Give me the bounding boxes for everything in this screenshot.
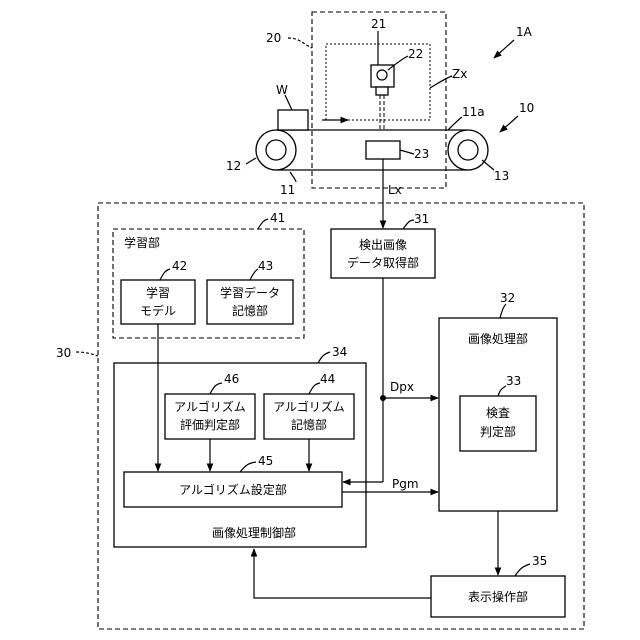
ldata-line1: 学習データ <box>220 285 280 300</box>
system-ref: 1A <box>516 25 533 39</box>
inspect-line2: 判定部 <box>480 424 516 439</box>
img-proc-ref-leader <box>500 304 506 318</box>
learning-ref: 41 <box>270 211 285 225</box>
aset-label: アルゴリズム設定部 <box>179 482 287 497</box>
learning-ref-leader <box>258 219 268 229</box>
sensor-ref: 23 <box>414 147 429 161</box>
aeval-ref: 46 <box>224 372 239 386</box>
detection-data-acquisition-box <box>331 229 435 278</box>
lens-ref-leader <box>388 56 408 70</box>
sensor-box <box>366 141 400 159</box>
aeval-line2: 評価判定部 <box>180 417 240 432</box>
right-roller-inner <box>458 140 478 160</box>
pgm-label: Pgm <box>392 477 419 491</box>
camera-ref: 21 <box>371 17 386 31</box>
inspect-line1: 検査 <box>486 406 510 420</box>
acq-ref: 31 <box>414 212 429 226</box>
camera-lens-icon <box>377 70 387 80</box>
acq-line2: データ取得部 <box>347 255 419 270</box>
right-roller-leader <box>482 160 494 170</box>
left-roller-leader <box>246 158 256 164</box>
img-proc-ref: 32 <box>500 291 515 305</box>
inspect-ref: 33 <box>506 374 521 388</box>
conveyor-ref: 10 <box>519 101 534 115</box>
line-label: Lx <box>388 183 402 197</box>
controller-section: 30 検出画像 データ取得部 31 学習部 41 学習 モデル 42 学習データ… <box>56 159 584 629</box>
zone-label: Zx <box>452 67 467 81</box>
camera-unit-leader <box>288 38 312 48</box>
camera-unit-ref: 20 <box>266 31 281 45</box>
system-ref-arrow <box>494 40 514 58</box>
control-title: 画像処理制御部 <box>212 525 296 540</box>
left-roller-inner <box>266 140 286 160</box>
lens-ref: 22 <box>408 47 423 61</box>
inspection-judgment-box <box>460 396 536 451</box>
belt-surface-ref: 11a <box>462 105 485 119</box>
zone-leader <box>430 76 452 88</box>
model-line1: 学習 <box>146 285 170 300</box>
learning-unit-title: 学習部 <box>124 235 160 250</box>
conveyor-ref-arrow <box>500 116 518 132</box>
sensor-ref-leader <box>400 150 414 154</box>
model-line2: モデル <box>140 303 176 318</box>
workpiece-label: W <box>276 83 288 97</box>
left-roller-ref: 12 <box>226 159 241 173</box>
ldata-ref-leader <box>250 269 258 280</box>
img-proc-title: 画像処理部 <box>468 331 528 346</box>
belt-surface-leader <box>448 117 462 130</box>
display-ref: 35 <box>532 554 547 568</box>
belt-ref-leader <box>290 172 296 182</box>
acq-line1: 検出画像 <box>359 238 407 252</box>
image-processing-control-box <box>114 363 366 547</box>
belt-ref: 11 <box>280 183 295 197</box>
controller-leader <box>76 352 98 356</box>
display-ref-leader <box>515 564 530 576</box>
aset-ref: 45 <box>258 454 273 468</box>
control-ref-leader <box>318 352 330 363</box>
acq-ref-leader <box>403 220 414 229</box>
dpx-label: Dpx <box>390 380 414 394</box>
model-ref: 42 <box>172 259 187 273</box>
ldata-ref: 43 <box>258 259 273 273</box>
control-ref: 34 <box>332 345 347 359</box>
camera-mount <box>376 87 388 95</box>
workpiece-leader <box>285 95 292 110</box>
conveyor-section: 20 Zx 21 22 23 W 12 <box>226 12 534 197</box>
aeval-line1: アルゴリズム <box>174 399 246 414</box>
camera-unit-frame <box>312 12 446 188</box>
astore-line1: アルゴリズム <box>273 399 345 414</box>
right-roller-ref: 13 <box>494 169 509 183</box>
ldata-line2: 記憶部 <box>232 303 268 318</box>
controller-ref: 30 <box>56 346 71 360</box>
display-label: 表示操作部 <box>468 589 528 604</box>
astore-ref: 44 <box>320 372 335 386</box>
display-to-control-arrow <box>254 549 431 598</box>
workpiece <box>278 110 308 130</box>
model-ref-leader <box>160 269 170 280</box>
astore-line2: 記憶部 <box>291 417 327 432</box>
